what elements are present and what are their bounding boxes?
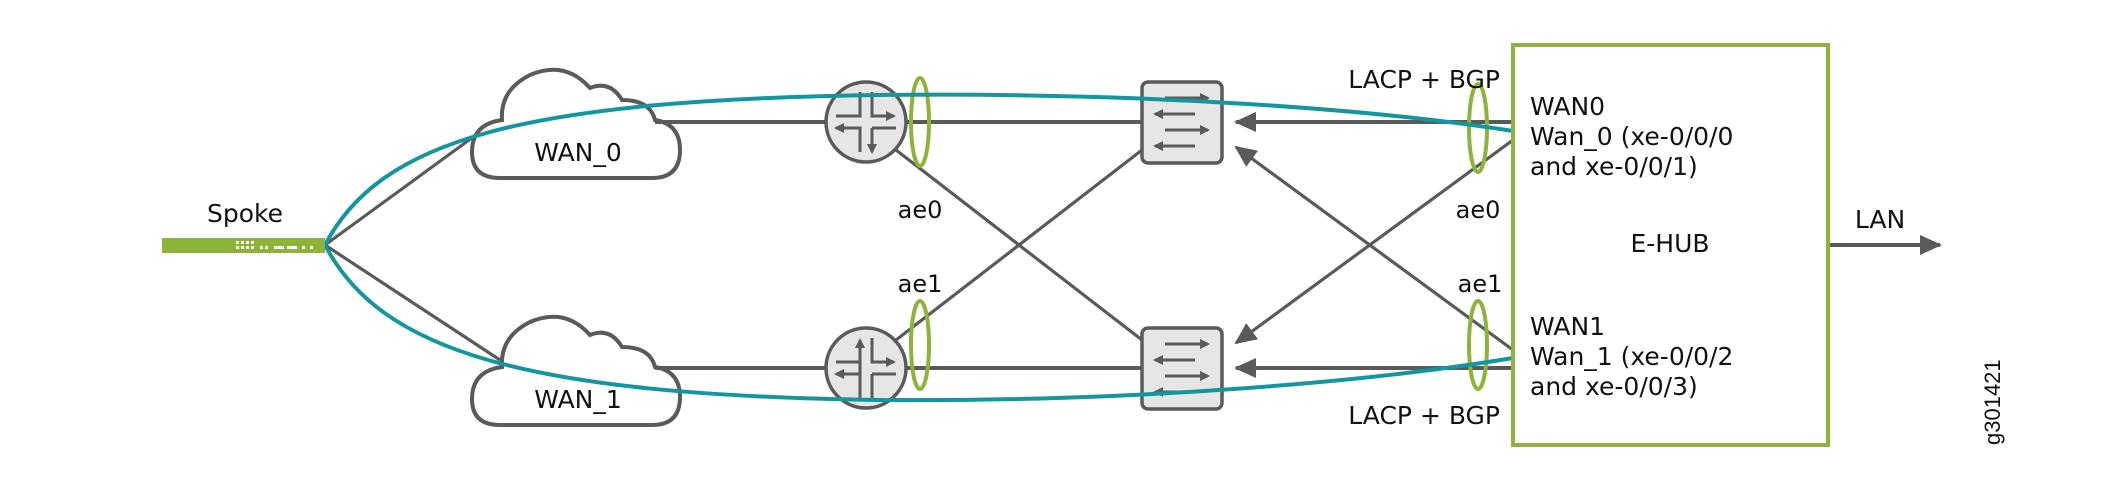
link-hub-wan0-switch1 <box>1234 138 1514 345</box>
cloud-wan1: WAN_1 <box>469 314 683 427</box>
switch-icon <box>1140 80 1224 165</box>
switch-icon <box>1140 326 1224 411</box>
overlay-tunnel-wan0 <box>323 92 1514 246</box>
cloud-wan1-label: WAN_1 <box>534 385 622 414</box>
link-spoke-wan1 <box>324 243 501 362</box>
cloud-wan0-label: WAN_0 <box>534 138 622 167</box>
router-icon <box>824 80 908 164</box>
link-router1-switch0 <box>895 148 1143 342</box>
router1-lag-label: ae1 <box>898 270 943 298</box>
switch-1 <box>1140 326 1224 411</box>
link-spoke-wan0 <box>324 130 481 247</box>
lag-ellipse-router1-ae1 <box>909 299 931 391</box>
spoke-label: Spoke <box>207 199 283 228</box>
hub-ae1-protocol-label: LACP + BGP <box>1348 401 1500 430</box>
switch-0 <box>1140 80 1224 165</box>
router0-lag-label: ae0 <box>898 196 943 224</box>
lag-ellipse-hub-ae1 <box>1467 299 1489 391</box>
link-hub-wan1-switch0 <box>1234 145 1514 352</box>
figure-id: g301421 <box>1980 359 2005 445</box>
spoke-port-dots <box>236 241 313 249</box>
hub-name: E-HUB <box>1630 229 1709 258</box>
router-1 <box>824 326 908 410</box>
hub-ae0-protocol-label: LACP + BGP <box>1348 65 1500 94</box>
router-0 <box>824 80 908 164</box>
cloud-icon <box>469 314 683 427</box>
hub-wan0-line1: Wan_0 (xe-0/0/0 <box>1530 122 1733 151</box>
spoke-device-icon <box>162 238 325 253</box>
hub-wan1-line2: and xe-0/0/3) <box>1530 372 1698 401</box>
cloud-wan0: WAN_0 <box>469 67 683 180</box>
e-hub-box <box>1511 43 1830 447</box>
hub-wan0-line2: and xe-0/0/1) <box>1530 152 1698 181</box>
hub-ae0-label: ae0 <box>1456 196 1501 224</box>
overlay-tunnel-wan1 <box>323 244 1514 403</box>
lag-ellipse-router0-ae0 <box>909 76 931 168</box>
hub-wan1-line1: Wan_1 (xe-0/0/2 <box>1530 342 1733 371</box>
lan-label: LAN <box>1855 205 1905 234</box>
hub-ae1-label: ae1 <box>1458 270 1503 298</box>
spoke-device: Spoke <box>162 199 325 253</box>
router-icon <box>824 326 908 410</box>
e-hub: WAN0 Wan_0 (xe-0/0/0 and xe-0/0/1) E-HUB… <box>1511 43 1830 447</box>
hub-wan0-title: WAN0 <box>1530 92 1605 121</box>
hub-wan1-title: WAN1 <box>1530 312 1605 341</box>
